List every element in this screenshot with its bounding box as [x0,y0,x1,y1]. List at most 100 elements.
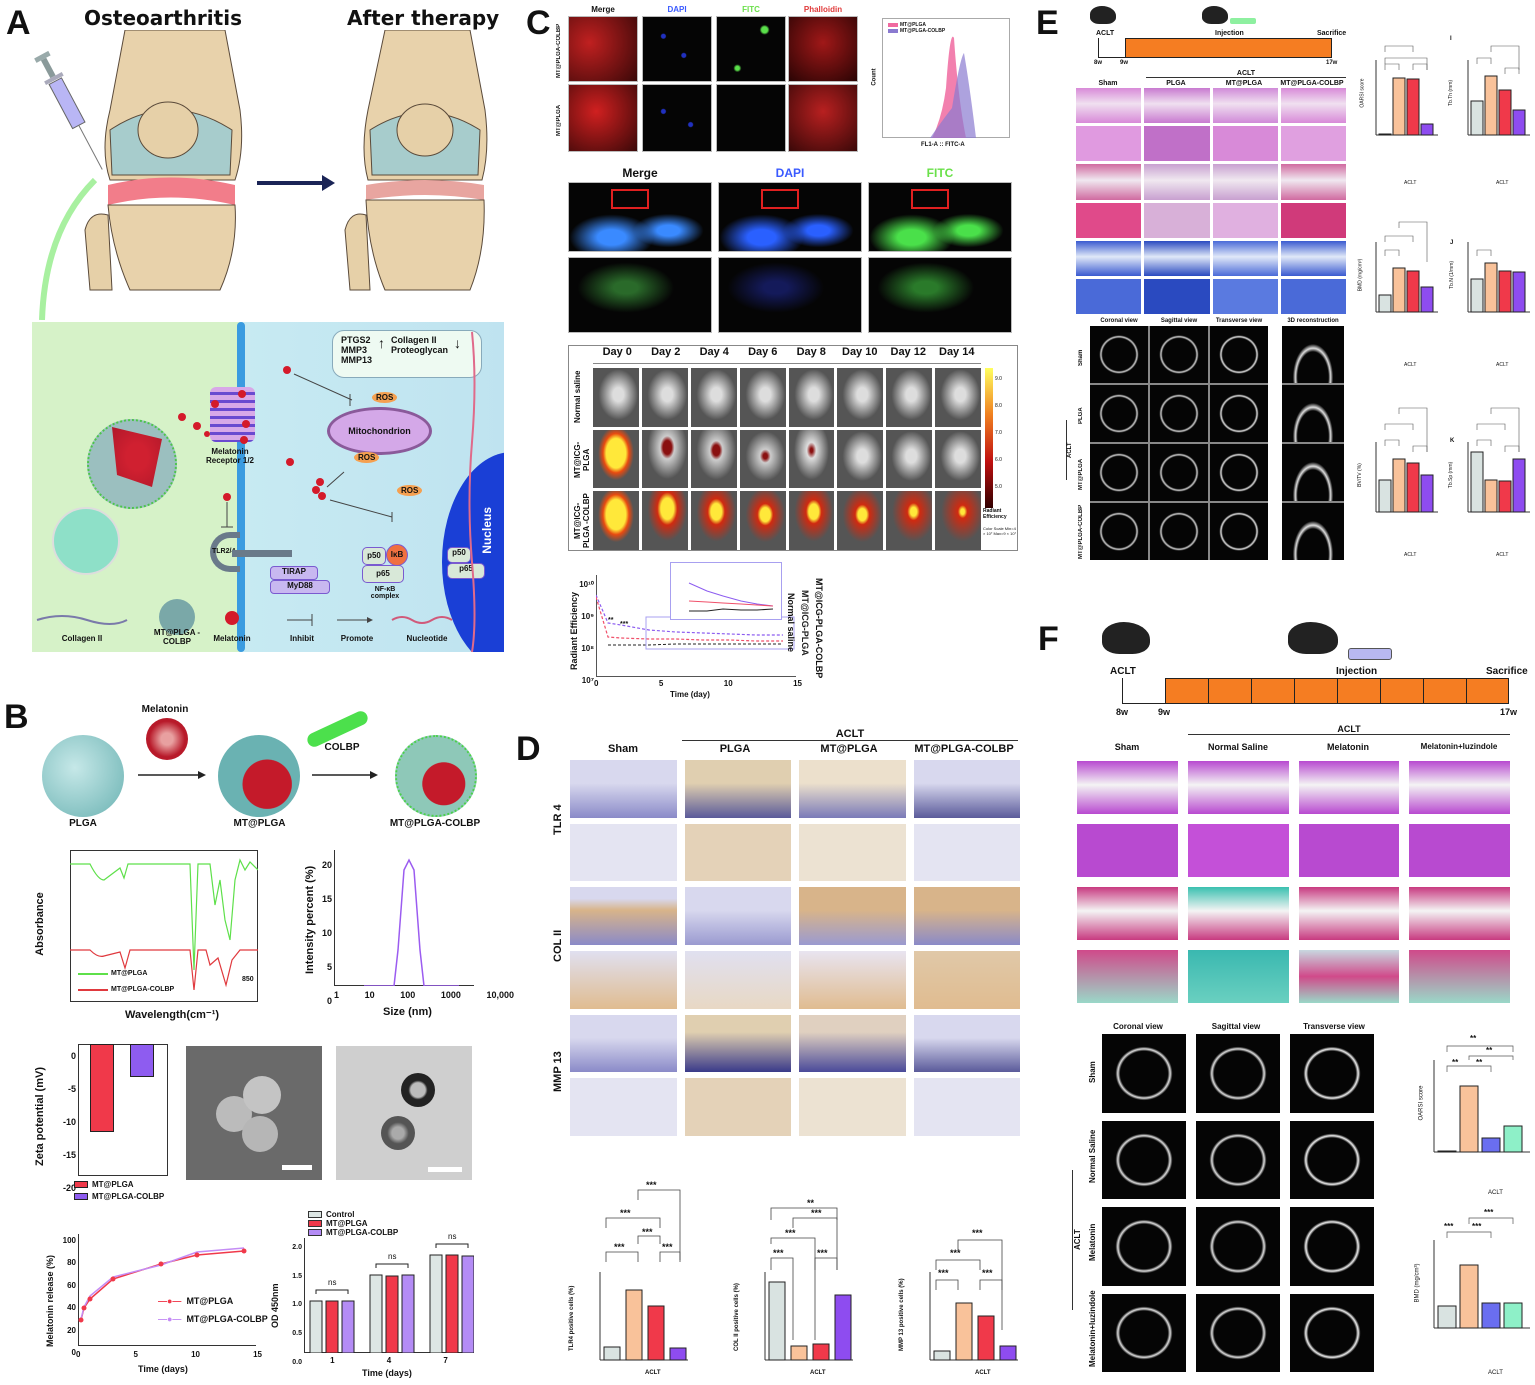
zeta-legend-mtplga-colbp: MT@PLGA-COLBP [92,1192,165,1201]
panel-a: A Osteoarthritis After therapy [0,0,530,660]
p65-box: p65 [362,565,404,583]
knee-illustration [34,30,488,320]
col-sham: Sham [1114,742,1140,752]
cell-merge-plga [568,84,638,152]
e-bvtv-group: ACLT [1404,552,1417,558]
radiant-ytick: 10⁷ [581,676,594,685]
release-xtick: 10 [191,1350,200,1359]
timeline-tick: 9w [1158,707,1171,717]
ct-3d-column [1282,326,1344,560]
col-melatonin-luzindole: Melatonin+luzindole [1420,742,1498,751]
col2-group: ACLT [810,1370,826,1376]
tissue-dapi-bottom [718,257,862,333]
cell-merge-colbp [568,16,638,82]
aclt-header: ACLT [1188,724,1510,735]
ct-row-normal-saline: Normal Saline [1088,1129,1097,1183]
gene-proteoglycan: Proteoglycan [391,345,449,355]
mtplga-colbp-sphere [395,735,477,817]
e-tbth-group: ACLT [1496,180,1509,186]
zeta-bar-mtplga-colbp [130,1044,154,1077]
release-legend-mtplga: MT@PLGA [186,1296,234,1306]
flow-legend-mtplga-colbp: MT@PLGA-COLBP [900,28,946,34]
colorbar [985,368,993,508]
release-ytick: 80 [67,1258,76,1268]
legend-nanoparticle: MT@PLGA -COLBP [153,628,201,646]
radiant-legend-saline: Normal saline [786,593,796,653]
flow-xlabel: FL1-A :: FITC-A [921,142,965,148]
ivis-row-saline: Normal saline [573,370,582,424]
row-col2: COL II [552,929,564,963]
radiant-efficiency-chart: ** *** 10¹⁰ 10⁹ 10⁸ 10⁷ 0 5 10 15 Time (… [560,562,860,700]
e-tbth-ylabel: Tb.Th (mm) [1448,79,1455,107]
melatonin-sphere [146,718,188,760]
sig-star: *** [950,1248,961,1258]
e-tbsp-group: ACLT [1496,552,1509,558]
plga-sphere [42,735,124,817]
ftir-chart: 850 Absorbance Wavelength(cm⁻¹) MT@PLGA … [30,848,270,1023]
arrow-up-icon: ↑ [378,335,386,351]
timeline-tick: 17w [1326,60,1338,66]
e-tbth-letter: I [1450,36,1452,42]
ros-badge: ROS [397,485,423,496]
ivis-row-mticg-plga: MT@ICG-PLGA [573,441,591,479]
gene-expression-box: PTGS2 MMP3 MMP13 ↑ Collagen II Proteogly… [332,330,482,378]
radiant-xlabel: Time (day) [670,690,710,699]
sig-star: *** [811,1208,822,1218]
release-xtick: 5 [133,1350,138,1359]
e-oarsi-chart: OARSI score ACLT [1358,30,1440,190]
radiant-ylabel: Radiant Efficiency [569,591,579,670]
mmp13-group: ACLT [975,1370,991,1376]
f-bmd-chart: *** *** *** BMD (mg/cm³) ACLT [1408,1208,1533,1380]
tlr-receptor [210,532,240,572]
sig-star: *** [1472,1222,1482,1231]
zeta-legend-mtplga: MT@PLGA [92,1180,134,1189]
ct-col-3d: 3D reconstruction [1287,318,1339,324]
receptor-label: Melatonin Receptor 1/2 [205,447,255,465]
dls-ytick: 5 [326,962,332,972]
sig-star: *** [938,1268,949,1278]
synthesis-arrows [138,771,378,779]
sig-star: ** [1486,1046,1493,1055]
dls-ytick: 20 [321,860,332,870]
dls-xtick: 10 [364,990,375,1000]
sig-star: ** [608,617,614,624]
hist-grid-f [1077,761,1510,1003]
panel-c: C Merge DAPI FITC Phalloidin MT@PLGA-COL… [526,0,1030,700]
colorbar-tick: 5.0 [995,484,1002,490]
mmp13-chart: *** *** *** *** MMP 13 positive cells (%… [890,1140,1020,1380]
col-merge: Merge [591,5,615,14]
e-tbsp-chart: K Tb.Sp (mm) ACLT [1448,392,1533,562]
timeline-injection: Injection [1336,666,1378,677]
p50-nuclear: p50 [447,547,471,563]
mouse-icon [1288,622,1338,654]
sig-star: *** [642,1227,653,1237]
release-xlabel: Time (days) [138,1364,188,1374]
tlr-label: TLR2/4 [212,548,236,555]
legend-collagen: Collagen II [61,634,103,643]
f-oarsi-group: ACLT [1488,1190,1503,1196]
syringe-icon [1230,18,1256,24]
cell-fitc-plga [716,84,786,152]
tlr4-group: ACLT [645,1370,661,1376]
timeline-aclt: ACLT [1096,30,1115,37]
timeline-bar [1125,38,1332,58]
cell-fitc-colbp [716,16,786,82]
sig-star: *** [982,1268,993,1278]
sig-star: ** [807,1198,815,1208]
zeta-ytick: -20 [62,1183,76,1193]
knee-after-therapy [344,30,488,291]
e-bvtv-chart: BV/TV (%) ACLT [1357,392,1440,562]
e-tbsp-letter: K [1450,438,1455,444]
panel-f: F ACLT Injection Sacrifice 8w 9w 17w ACL… [1030,610,1535,1380]
radiant-xtick: 0 [594,679,599,688]
timeline-tick: 9w [1120,60,1129,66]
syringe-icon [34,50,103,170]
sig-star: *** [817,1248,828,1258]
nfkb-label: NF-κB complex [370,586,400,600]
col-plga: PLGA [719,743,751,755]
timeline-sacrifice: Sacrifice [1486,666,1528,677]
panel-label-f: F [1038,620,1059,658]
sig-star: *** [646,1180,657,1190]
colbp-label: COLBP [324,742,360,753]
f-bmd-ylabel: BMD (mg/cm³) [1414,1263,1421,1303]
